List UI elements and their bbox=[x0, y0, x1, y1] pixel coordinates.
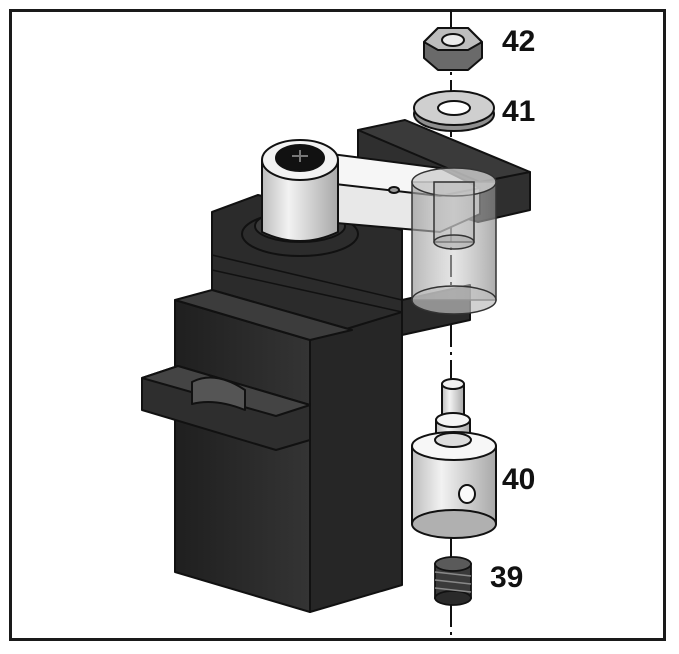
callout-42: 42 bbox=[502, 25, 536, 58]
callout-39: 39 bbox=[490, 561, 524, 594]
transparent-coupler-ghost bbox=[411, 167, 497, 315]
callout-40: 40 bbox=[502, 463, 536, 496]
flat-washer-icon bbox=[413, 90, 495, 132]
callout-41: 41 bbox=[502, 95, 536, 128]
shaft-coupler-icon bbox=[411, 378, 497, 539]
hex-nut-icon bbox=[423, 27, 483, 71]
set-screw-icon bbox=[434, 556, 472, 606]
